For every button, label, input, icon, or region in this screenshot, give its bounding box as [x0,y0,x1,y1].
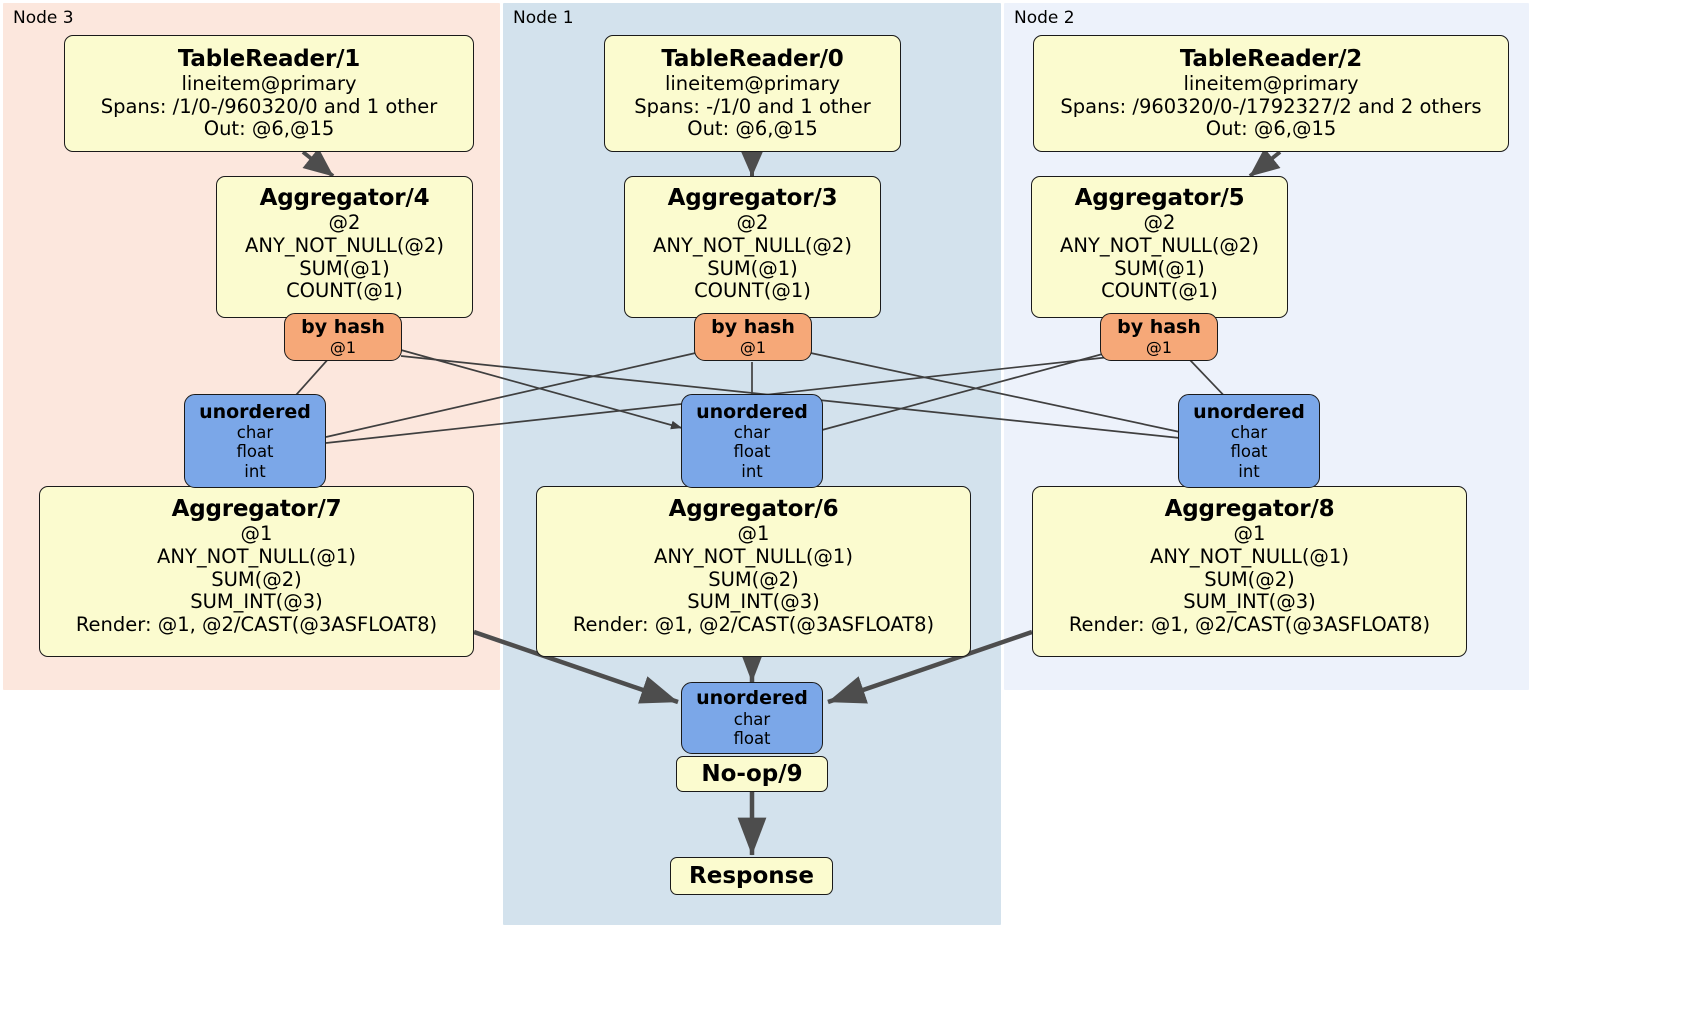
processor-line: Spans: /960320/0-/1792327/2 and 2 others [1060,94,1482,118]
sync-unordered-node3[interactable]: unordered char float int [184,394,326,488]
panel-node-2-label: Node 2 [1014,8,1075,28]
processor-line: ANY_NOT_NULL(@2) [245,233,444,257]
processor-title: Aggregator/6 [668,496,839,522]
processor-line: lineitem@primary [1183,71,1359,95]
processor-title: No-op/9 [701,761,803,787]
processor-line: lineitem@primary [664,71,841,95]
router-by-hash-node2[interactable]: by hash @1 [1100,313,1218,361]
sync-line: char [733,709,771,729]
processor-title: Aggregator/7 [171,496,342,522]
processor-line: SUM(@2) [211,567,302,591]
processor-line: Render: @1, @2/CAST(@3ASFLOAT8) [1068,613,1431,637]
processor-tablereader-0[interactable]: TableReader/0 lineitem@primary Spans: -/… [604,35,901,152]
processor-response[interactable]: Response [670,857,833,895]
sync-line: char [733,423,771,442]
processor-title: Aggregator/5 [1074,185,1245,211]
sync-line: float [1230,442,1268,462]
processor-line: COUNT(@1) [1101,279,1218,303]
router-line: @1 [739,337,767,357]
processor-line: ANY_NOT_NULL(@1) [1150,544,1349,568]
sync-line: float [733,729,771,749]
processor-line: @2 [736,210,769,234]
processor-line: @1 [1233,521,1266,545]
processor-line: ANY_NOT_NULL(@2) [653,233,852,257]
processor-title: Aggregator/3 [667,185,838,211]
processor-line: SUM(@1) [1114,256,1205,280]
sync-title: unordered [199,400,311,423]
processor-line: SUM_INT(@3) [1183,590,1316,614]
processor-line: SUM_INT(@3) [687,590,820,614]
processor-line: ANY_NOT_NULL(@2) [1060,233,1259,257]
router-line: @1 [1145,337,1173,357]
sync-line: float [733,442,771,462]
processor-line: @2 [1143,210,1176,234]
processor-title: TableReader/1 [177,45,361,72]
processor-line: SUM(@2) [708,567,799,591]
panel-node-1-label: Node 1 [513,8,574,28]
processor-aggregator-6[interactable]: Aggregator/6 @1 ANY_NOT_NULL(@1) SUM(@2)… [536,486,971,657]
processor-line: @2 [328,210,361,234]
processor-aggregator-7[interactable]: Aggregator/7 @1 ANY_NOT_NULL(@1) SUM(@2)… [39,486,474,657]
processor-title: Response [689,863,814,889]
processor-no-op-9[interactable]: No-op/9 [676,756,828,792]
router-by-hash-node1[interactable]: by hash @1 [694,313,812,361]
processor-line: ANY_NOT_NULL(@1) [654,544,853,568]
processor-line: Out: @6,@15 [687,117,818,141]
processor-line: SUM(@1) [299,256,390,280]
sync-unordered-final[interactable]: unordered char float [681,682,823,754]
processor-title: Aggregator/8 [1164,496,1335,522]
sync-line: char [1230,423,1268,442]
sync-line: float [236,442,274,462]
processor-aggregator-8[interactable]: Aggregator/8 @1 ANY_NOT_NULL(@1) SUM(@2)… [1032,486,1467,657]
sync-title: unordered [1193,400,1305,423]
sync-line: char [236,423,274,442]
sync-title: unordered [696,687,808,710]
processor-line: Render: @1, @2/CAST(@3ASFLOAT8) [572,613,935,637]
processor-line: @1 [240,521,273,545]
router-title: by hash [711,315,795,338]
processor-line: Spans: -/1/0 and 1 other [634,94,871,118]
processor-title: TableReader/0 [661,45,844,72]
sync-line: int [741,461,763,481]
processor-line: COUNT(@1) [694,279,811,303]
panel-node-3-label: Node 3 [13,8,74,28]
processor-tablereader-1[interactable]: TableReader/1 lineitem@primary Spans: /1… [64,35,474,152]
router-title: by hash [301,315,385,338]
router-title: by hash [1117,315,1201,338]
sync-unordered-node1[interactable]: unordered char float int [681,394,823,488]
sync-title: unordered [696,400,808,423]
processor-aggregator-5[interactable]: Aggregator/5 @2 ANY_NOT_NULL(@2) SUM(@1)… [1031,176,1288,318]
router-line: @1 [329,337,357,357]
processor-title: Aggregator/4 [259,185,430,211]
processor-line: ANY_NOT_NULL(@1) [157,544,356,568]
processor-line: SUM(@2) [1204,567,1295,591]
processor-line: Out: @6,@15 [1205,117,1337,141]
processor-line: Out: @6,@15 [203,117,335,141]
processor-line: SUM_INT(@3) [190,590,323,614]
processor-tablereader-2[interactable]: TableReader/2 lineitem@primary Spans: /9… [1033,35,1509,152]
processor-aggregator-3[interactable]: Aggregator/3 @2 ANY_NOT_NULL(@2) SUM(@1)… [624,176,881,318]
processor-line: SUM(@1) [707,256,798,280]
sync-line: int [244,461,266,481]
sync-unordered-node2[interactable]: unordered char float int [1178,394,1320,488]
router-by-hash-node3[interactable]: by hash @1 [284,313,402,361]
processor-line: @1 [737,521,770,545]
processor-line: lineitem@primary [181,71,357,95]
processor-line: Spans: /1/0-/960320/0 and 1 other [100,94,438,118]
processor-title: TableReader/2 [1179,45,1363,72]
processor-aggregator-4[interactable]: Aggregator/4 @2 ANY_NOT_NULL(@2) SUM(@1)… [216,176,473,318]
processor-line: COUNT(@1) [286,279,403,303]
processor-line: Render: @1, @2/CAST(@3ASFLOAT8) [75,613,438,637]
sync-line: int [1238,461,1260,481]
